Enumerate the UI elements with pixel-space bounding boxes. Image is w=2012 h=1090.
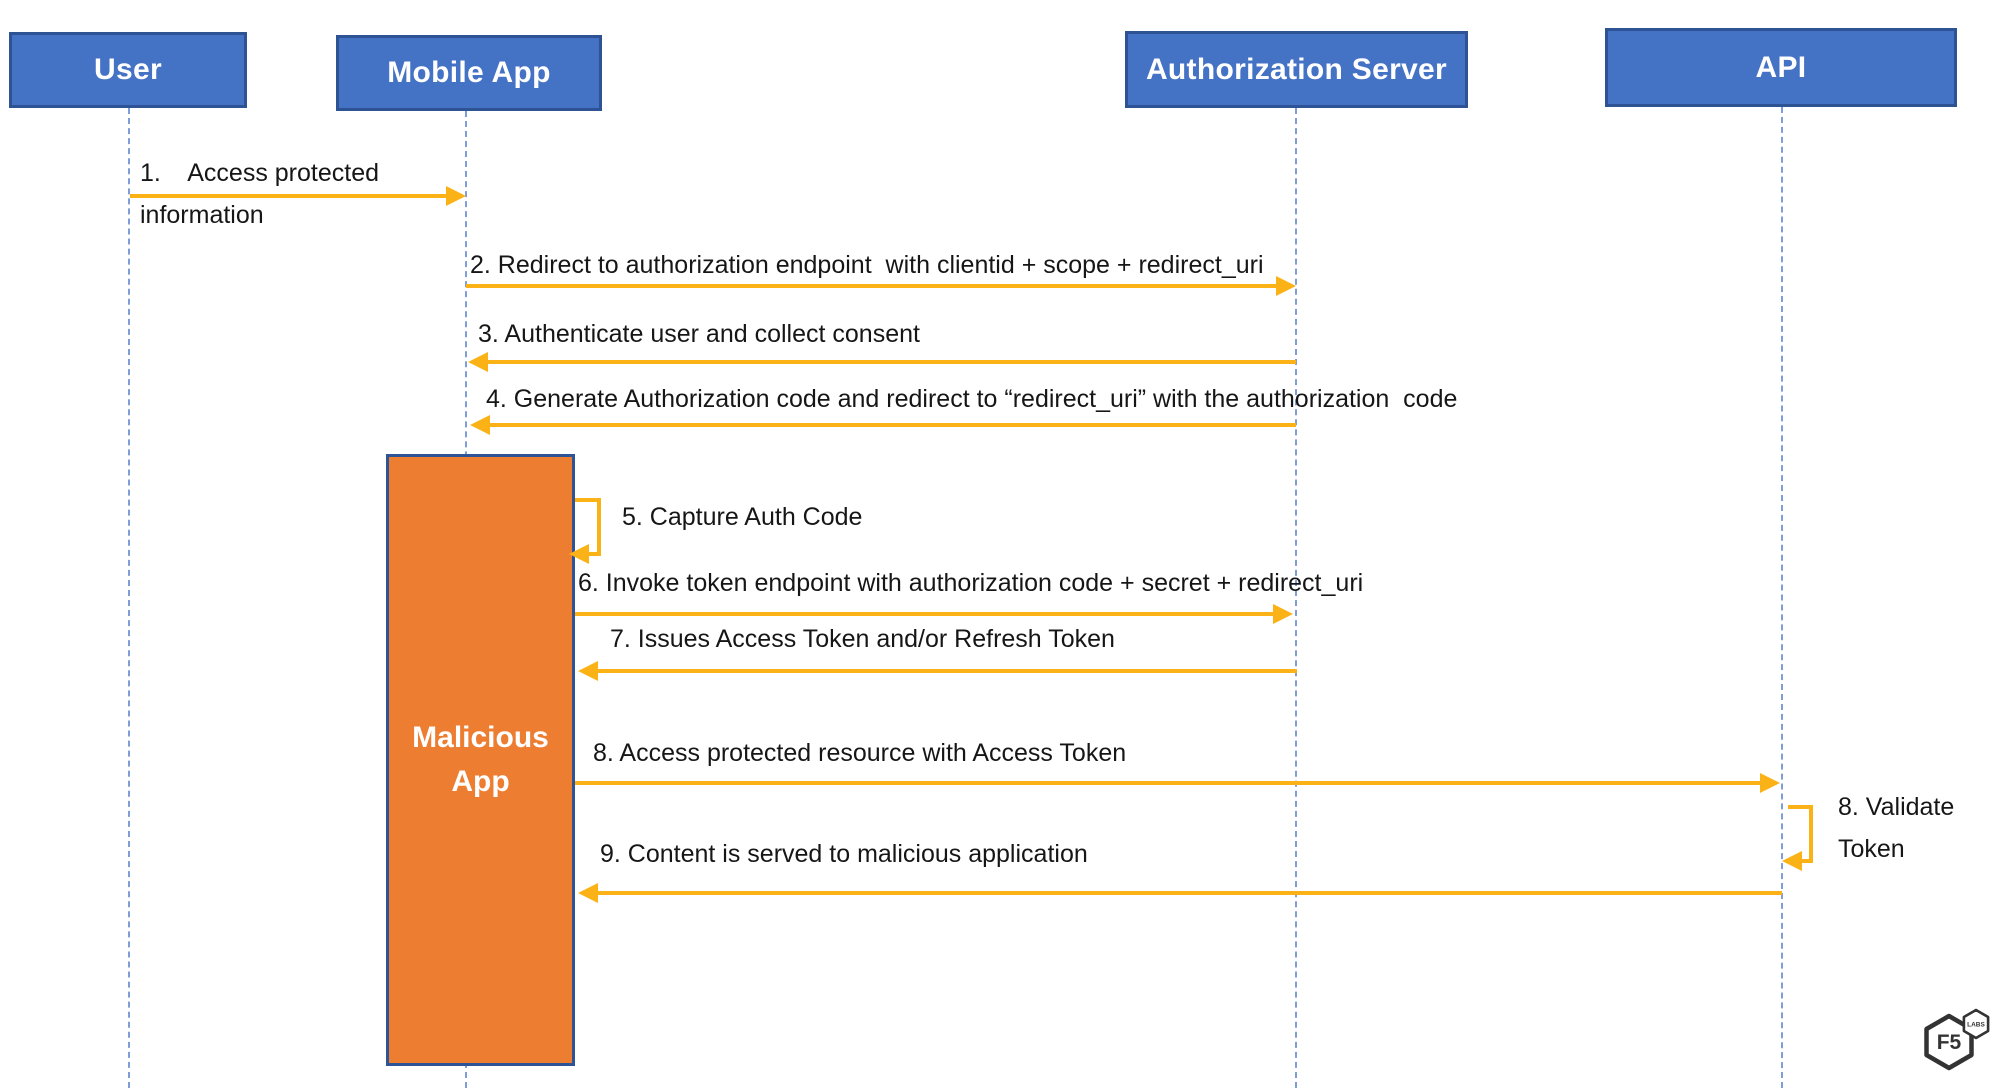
lifeline-authorization-server	[1295, 108, 1297, 1088]
actor-box-mobile-app: Mobile App	[336, 35, 602, 111]
actor-box-user: User	[9, 32, 247, 108]
logo-text-labs: LABS	[1967, 1022, 1985, 1029]
message-arrow-1	[130, 186, 466, 206]
actor-box-authorization-server: Authorization Server	[1125, 31, 1468, 108]
message-label-1: 1. Access protected information	[140, 159, 380, 229]
message-arrow-7	[578, 661, 1297, 681]
arrowhead-right-icon	[446, 186, 466, 206]
lifeline-api	[1781, 107, 1783, 1088]
logo-hexagon-small	[1962, 1008, 1990, 1040]
message-label-9: 9. Content is served to malicious applic…	[600, 840, 1088, 868]
message-label-7: 7. Issues Access Token and/or Refresh To…	[610, 625, 1115, 653]
message-label-2: 2. Redirect to authorization endpoint wi…	[470, 251, 1264, 279]
arrowhead-right-icon	[1276, 276, 1296, 296]
arrowhead-left-icon	[1782, 851, 1802, 871]
message-arrow-9	[578, 883, 1782, 903]
arrowhead-left-icon	[468, 352, 488, 372]
arrowhead-left-icon	[569, 544, 589, 564]
message-arrow-3	[468, 352, 1296, 372]
message-label-validate-token: 8. Validate Token	[1838, 793, 1955, 863]
message-arrow-6	[575, 604, 1293, 624]
arrowhead-left-icon	[578, 661, 598, 681]
arrowhead-left-icon	[578, 883, 598, 903]
message-label-4: 4. Generate Authorization code and redir…	[486, 385, 1458, 413]
actor-label-api: API	[1755, 50, 1807, 84]
logo-text-f5: F5	[1937, 1031, 1962, 1054]
arrowhead-right-icon	[1760, 773, 1780, 793]
self-loop-validate-token	[1782, 805, 1813, 871]
actor-label-user: User	[94, 53, 162, 86]
message-label-8: 8. Access protected resource with Access…	[593, 739, 1127, 767]
message-label-3: 3. Authenticate user and collect consent	[478, 320, 920, 348]
actor-box-api: API	[1605, 28, 1957, 107]
message-label-6: 6. Invoke token endpoint with authorizat…	[578, 569, 1364, 597]
malicious-app-label: Malicious App	[412, 721, 557, 798]
arrowhead-right-icon	[1273, 604, 1293, 624]
message-arrow-4	[470, 415, 1296, 435]
actor-label-mobile-app: Mobile App	[387, 56, 551, 89]
message-arrow-2	[466, 276, 1296, 296]
f5-labs-logo: F5 LABS	[1922, 1006, 1994, 1072]
lifeline-user	[128, 108, 130, 1088]
message-label-5: 5. Capture Auth Code	[622, 503, 863, 531]
arrowhead-left-icon	[470, 415, 490, 435]
actor-label-authorization-server: Authorization Server	[1145, 52, 1448, 86]
message-arrow-8	[575, 773, 1780, 793]
malicious-app-box: Malicious App	[386, 454, 575, 1066]
self-loop-5	[569, 498, 601, 564]
